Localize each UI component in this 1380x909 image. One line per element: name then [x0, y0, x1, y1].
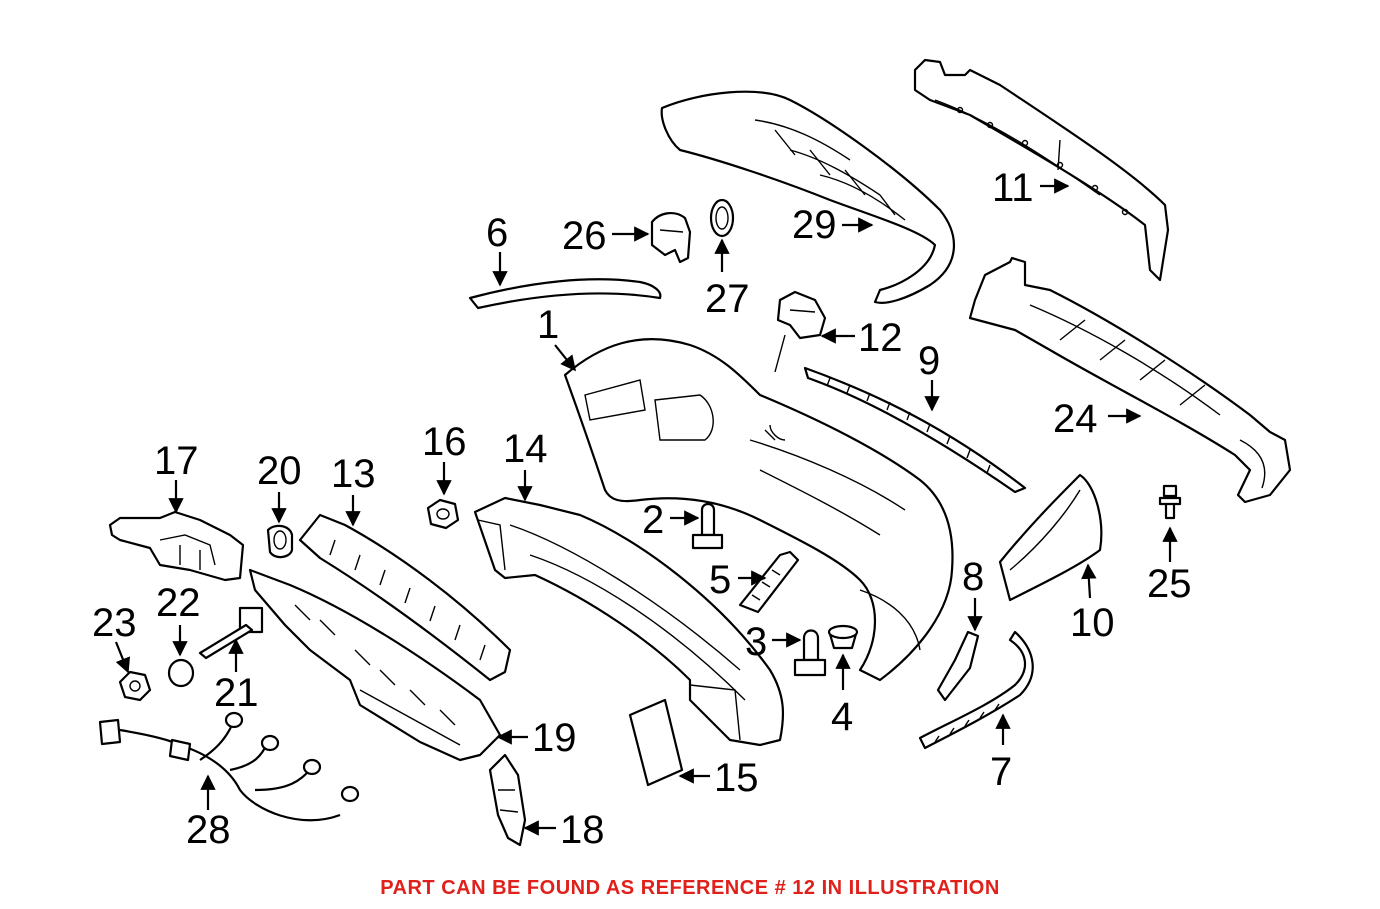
callout-27: 27: [705, 277, 750, 321]
callout-24: 24: [1053, 397, 1098, 441]
callout-8: 8: [962, 555, 984, 599]
callout-7: 7: [990, 750, 1012, 794]
part-19-bracket: [248, 568, 502, 762]
part-11-trim-strip: [913, 58, 1170, 282]
callout-labels: 1 2 3 4 5 6 7 8 9 10 11 12 13 14 15 16 1…: [92, 166, 1192, 852]
part-8-bracket: [936, 630, 980, 702]
part-23-nut: [118, 670, 152, 702]
part-21-bolt: [198, 606, 264, 660]
part-10-side-trim: [998, 473, 1103, 602]
part-16-nut: [426, 498, 460, 530]
part-6-molding: [468, 278, 662, 310]
part-9-reflector: [803, 366, 1027, 494]
part-13-absorber: [298, 513, 512, 682]
callout-28: 28: [186, 808, 231, 852]
callout-11: 11: [992, 166, 1034, 210]
callout-17: 17: [154, 439, 199, 483]
callout-4: 4: [831, 695, 853, 739]
part-17-bracket: [108, 510, 245, 582]
part-18-bracket: [488, 753, 527, 847]
callout-29: 29: [792, 203, 837, 247]
callout-15: 15: [714, 756, 759, 800]
part-14-reinforcement: [473, 496, 785, 747]
callout-5: 5: [709, 558, 731, 602]
part-29-diffuser: [660, 90, 955, 304]
reference-caption: PART CAN BE FOUND AS REFERENCE # 12 IN I…: [380, 877, 1000, 899]
part-26-sensor-holder: [650, 212, 692, 264]
part-27-sensor-ring: [709, 198, 735, 238]
callout-22: 22: [156, 581, 201, 625]
callout-1: 1: [537, 303, 559, 347]
callout-16: 16: [422, 420, 467, 464]
part-28-wiring-harness: [98, 711, 360, 822]
part-5-bracket: [738, 550, 800, 614]
callout-2: 2: [642, 498, 664, 542]
part-15-plate: [628, 698, 684, 787]
part-24-diffuser: [968, 256, 1292, 504]
part-12-bracket: [774, 290, 827, 373]
part-22-washer: [167, 658, 195, 688]
callout-19: 19: [532, 716, 577, 760]
callout-leaders: [114, 178, 1178, 836]
callout-25: 25: [1147, 562, 1192, 606]
part-3-screw: [793, 629, 827, 677]
callout-23: 23: [92, 601, 137, 645]
part-1-bumper-cover: [563, 338, 954, 682]
part-4-grommet: [827, 624, 859, 650]
callout-20: 20: [257, 449, 302, 493]
callout-21: 21: [214, 671, 259, 715]
callout-3: 3: [745, 620, 767, 664]
part-2-screw: [691, 502, 724, 550]
part-20-grommet: [266, 524, 294, 559]
parts-diagram: 1 2 3 4 5 6 7 8 9 10 11 12 13 14 15 16 1…: [92, 58, 1292, 852]
part-25-clip: [1158, 484, 1182, 520]
callout-10: 10: [1070, 601, 1115, 645]
callout-18: 18: [560, 808, 605, 852]
callout-12: 12: [858, 316, 903, 360]
callout-6: 6: [486, 211, 508, 255]
callout-9: 9: [918, 339, 940, 383]
callout-26: 26: [562, 214, 607, 258]
callout-14: 14: [503, 427, 548, 471]
callout-13: 13: [331, 452, 376, 496]
part-7-lower-molding: [918, 630, 1034, 750]
